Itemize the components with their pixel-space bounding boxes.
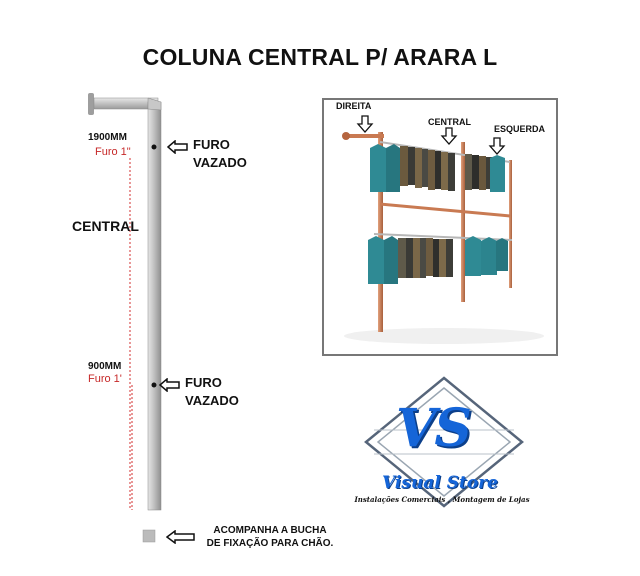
bottom-hole-label: FURO VAZADO: [185, 375, 239, 408]
page-title: COLUNA CENTRAL P/ ARARA L: [142, 44, 498, 70]
logo-tagline: Instalações Comerciais , Montagem de Loj…: [354, 495, 530, 504]
post-left: [509, 160, 512, 288]
label-central: CENTRAL: [428, 117, 471, 127]
post-right: [378, 132, 383, 332]
vertical-post: [147, 101, 162, 511]
floor-bushing: [142, 529, 156, 543]
bottom-hole-height: 900MM: [88, 361, 122, 372]
product-photo: DIREITA CENTRAL ESQUERDA: [322, 98, 558, 356]
arrow-down-icon: [488, 137, 506, 155]
upper-garments: [370, 144, 505, 192]
logo-name: Visual Store: [382, 473, 498, 493]
column-label: CENTRAL: [72, 218, 139, 234]
arrow-down-icon: [440, 127, 458, 145]
label-direita: DIREITA: [336, 101, 372, 111]
rack-illustration: [342, 115, 544, 344]
bushing-note: ACOMPANHA A BUCHA DE FIXAÇÃO PARA CHÃO.: [206, 525, 334, 549]
logo-frame: [364, 376, 524, 508]
arrow-left-icon: [167, 140, 188, 154]
post-central: [461, 142, 465, 302]
arrow-down-icon: [356, 115, 374, 133]
top-hole-furo: Furo 1": [95, 146, 131, 158]
arrow-left-icon: [159, 378, 180, 392]
logo-initials: VS: [396, 398, 472, 459]
bottom-hole-furo: Furo 1': [88, 373, 122, 385]
label-esquerda: ESQUERDA: [494, 124, 546, 134]
lower-garments: [368, 236, 508, 284]
wall-plate: [88, 93, 94, 115]
top-hole: [151, 144, 157, 150]
bottom-hole: [151, 382, 157, 388]
top-hole-label: FURO VAZADO: [193, 137, 247, 170]
column-drawing: [88, 93, 162, 543]
top-hole-height: 1900MM: [88, 132, 127, 143]
arrow-left-icon: [166, 530, 195, 544]
